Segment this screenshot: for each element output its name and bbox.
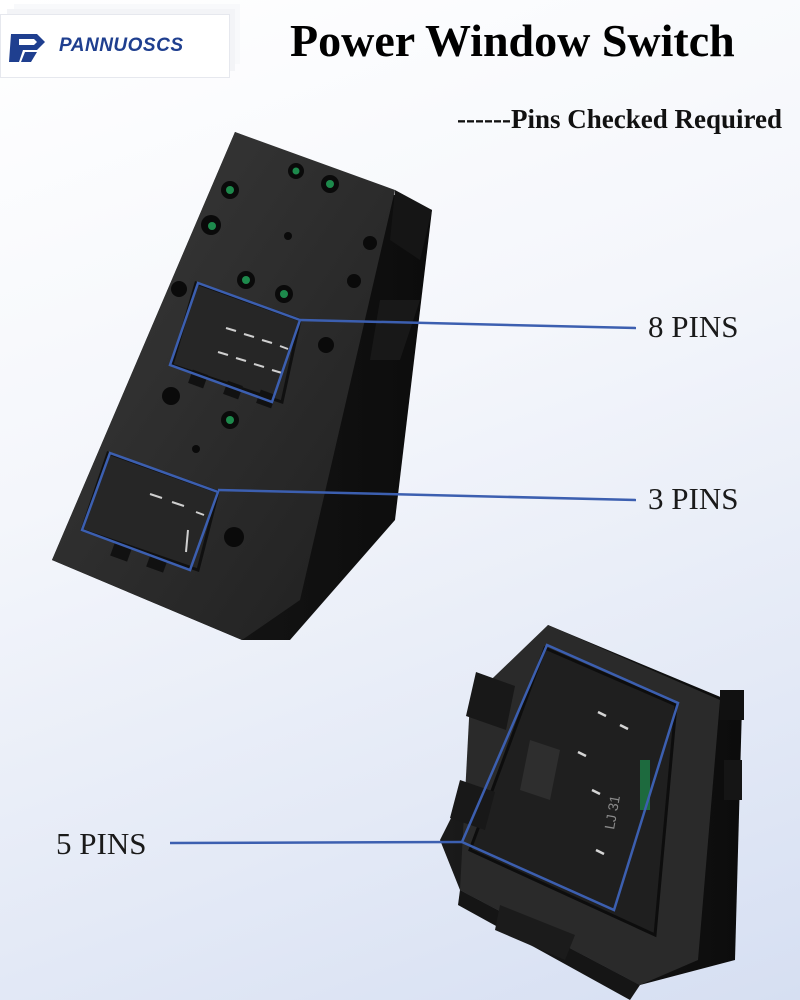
3-pins-outline	[80, 451, 220, 572]
3-pins-leader-line	[217, 488, 637, 502]
8-pins-label: 8 PINS	[648, 309, 739, 344]
page-subtitle: ------Pins Checked Required	[457, 104, 782, 134]
window-switch-main-body	[52, 132, 432, 640]
5-pins-leader-line	[169, 840, 463, 845]
callout-graphics	[80, 281, 680, 912]
brand-logo: PANNUOSCS	[0, 14, 230, 78]
3-pins-label: 3 PINS	[648, 481, 739, 516]
8-pins-leader-line	[299, 318, 637, 330]
page-title: Power Window Switch	[290, 15, 735, 66]
window-switch-5-pin-connector: LJ 31	[440, 625, 744, 1000]
5-pins-outline	[460, 643, 680, 912]
svg-text:LJ 31: LJ 31	[601, 794, 623, 831]
5-pins-label: 5 PINS	[56, 826, 147, 861]
8-pins-outline	[168, 281, 302, 404]
brand-name: PANNUOSCS	[59, 35, 184, 56]
pannuoscs-logo-icon	[9, 34, 45, 62]
